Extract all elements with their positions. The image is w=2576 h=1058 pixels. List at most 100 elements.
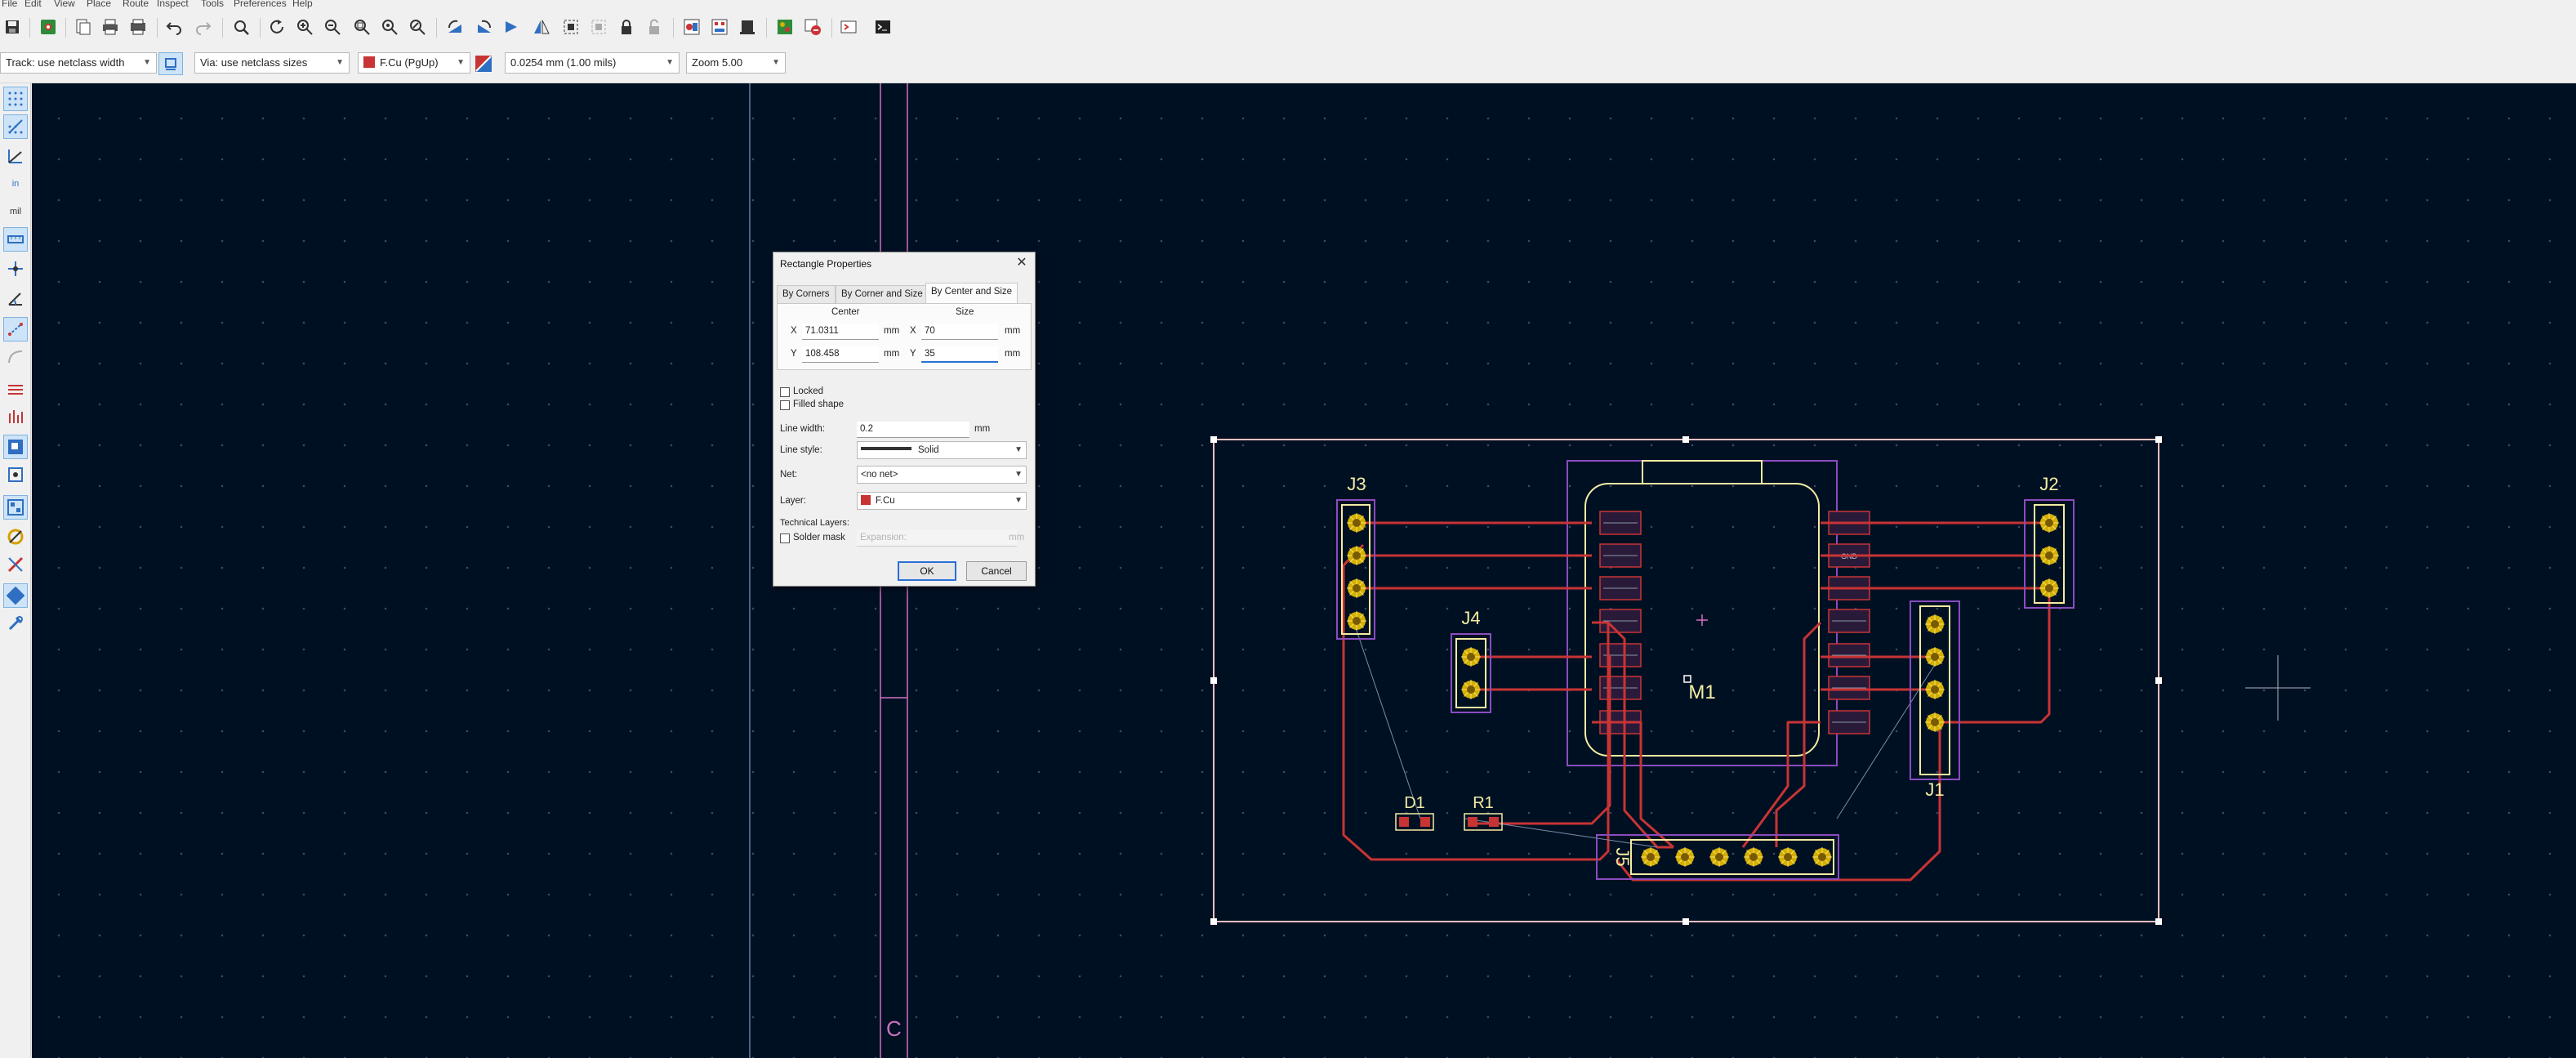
angle-constraint-icon[interactable] <box>3 286 28 310</box>
solder-mask-checkbox[interactable] <box>780 533 790 543</box>
netlist-icon[interactable] <box>680 15 704 39</box>
j1-silkscreen <box>1919 605 1950 775</box>
size-x-input[interactable]: 70 <box>921 324 998 340</box>
page-settings-icon[interactable] <box>70 15 95 39</box>
menu-inspect[interactable]: Inspect <box>157 0 189 9</box>
terminal-icon[interactable] <box>871 15 895 39</box>
plot-icon[interactable] <box>126 15 150 39</box>
j3-courtyard <box>1336 499 1375 640</box>
grid-toggle-icon[interactable] <box>3 87 28 111</box>
menu-edit[interactable]: Edit <box>25 0 42 9</box>
net-inspector-icon[interactable] <box>3 404 28 428</box>
zoom-selection-icon[interactable] <box>405 15 430 39</box>
zoom-select[interactable]: Zoom 5.00▼ <box>686 52 786 74</box>
tab-by-corners[interactable]: By Corners <box>777 285 836 303</box>
ratsnest-icon[interactable] <box>3 317 28 342</box>
menu-view[interactable]: View <box>54 0 75 9</box>
zone-outline-icon[interactable] <box>3 462 28 487</box>
unit-mm-icon[interactable] <box>3 227 28 252</box>
save-icon[interactable] <box>0 15 25 39</box>
menu-file[interactable]: File <box>2 0 18 9</box>
track-fill-icon[interactable] <box>3 552 28 577</box>
m1-pad-3 <box>1599 576 1642 600</box>
via-fill-icon[interactable] <box>3 525 28 549</box>
pad-fill-icon[interactable] <box>3 495 28 520</box>
layer-select[interactable]: F.Cu (PgUp)▼ <box>358 52 470 74</box>
zoom-in-icon[interactable] <box>292 15 317 39</box>
menu-place[interactable]: Place <box>87 0 112 9</box>
toolbar-separator <box>65 18 66 38</box>
pad-3 <box>1347 578 1366 598</box>
high-contrast-icon[interactable] <box>3 583 28 608</box>
rotate-ccw-icon[interactable] <box>443 15 467 39</box>
line-style-value: Solid <box>918 445 939 455</box>
tab-by-corner-and-size[interactable]: By Corner and Size <box>836 285 929 303</box>
zoom-out-icon[interactable] <box>320 15 345 39</box>
size-y-unit: mm <box>1005 349 1021 359</box>
ok-button[interactable]: OK <box>898 561 956 581</box>
find-icon[interactable] <box>229 15 253 39</box>
drc-icon[interactable] <box>800 15 825 39</box>
tab-by-center-and-size[interactable]: By Center and Size <box>925 283 1018 303</box>
m1-right-pads: GND <box>1828 511 1870 734</box>
footprint-library-icon[interactable] <box>707 15 732 39</box>
menu-tools[interactable]: Tools <box>201 0 225 9</box>
undo-icon[interactable] <box>162 15 186 39</box>
redo-icon[interactable] <box>191 15 216 39</box>
scripting-icon[interactable] <box>836 15 861 39</box>
footprint-editor-icon[interactable] <box>735 15 760 39</box>
toolbar-separator <box>673 18 674 38</box>
rectangle-properties-dialog: Rectangle Properties ✕ By Corners By Cor… <box>773 252 1036 587</box>
r1-reference: R1 <box>1473 794 1494 812</box>
menu-preferences[interactable]: Preferences <box>234 0 287 9</box>
net-select[interactable]: <no net>▼ <box>857 466 1027 484</box>
toolbar-separator <box>29 18 30 38</box>
group-icon[interactable] <box>559 15 583 39</box>
layer-pair-icon[interactable] <box>472 52 495 75</box>
layer-select-dialog[interactable]: F.Cu▼ <box>857 492 1027 510</box>
locked-checkbox[interactable] <box>780 387 790 397</box>
polar-coords-icon[interactable] <box>3 144 28 168</box>
properties-tools-icon[interactable] <box>3 611 28 636</box>
size-y-input[interactable]: 35 <box>921 346 998 363</box>
refresh-icon[interactable] <box>265 15 289 39</box>
close-icon[interactable]: ✕ <box>1016 256 1027 270</box>
ungroup-icon[interactable] <box>586 15 611 39</box>
unlock-icon[interactable] <box>642 15 666 39</box>
cursor-shape-icon[interactable] <box>3 257 28 281</box>
mirror-icon[interactable] <box>529 15 554 39</box>
overrides-grid-icon[interactable] <box>3 114 28 139</box>
center-x-input[interactable]: 71.0311 <box>802 324 879 340</box>
line-width-input[interactable]: 0.2 <box>857 422 969 438</box>
zoom-objects-icon[interactable] <box>377 15 402 39</box>
unit-mil-button[interactable]: mil <box>9 207 22 217</box>
menu-route[interactable]: Route <box>123 0 149 9</box>
filled-shape-checkbox[interactable] <box>780 400 790 410</box>
lock-icon[interactable] <box>614 15 639 39</box>
width-mode-toggle-icon[interactable] <box>158 52 183 75</box>
m1-pad-6 <box>1599 676 1642 700</box>
board-setup-icon[interactable] <box>36 15 60 39</box>
grid-select[interactable]: 0.0254 mm (1.00 mils)▼ <box>505 52 680 74</box>
rotate-cw-icon[interactable] <box>472 15 497 39</box>
expansion-input[interactable]: Expansion: <box>857 530 1017 547</box>
pcb-canvas[interactable]: C M1 GND <box>32 83 2576 1058</box>
zone-fill-icon[interactable] <box>3 435 28 459</box>
zoom-fit-icon[interactable] <box>350 15 374 39</box>
update-pcb-icon[interactable] <box>773 15 797 39</box>
pad-4 <box>1347 611 1366 631</box>
net-highlight-icon[interactable] <box>3 376 28 400</box>
track-width-select[interactable]: Track: use netclass width▼ <box>0 52 157 74</box>
via-size-select[interactable]: Via: use netclass sizes▼ <box>194 52 350 74</box>
center-y-input[interactable]: 108.458 <box>802 346 879 363</box>
size-x-label: X <box>910 326 916 336</box>
flip-icon[interactable] <box>500 15 524 39</box>
unit-inch-button[interactable]: in <box>11 179 20 189</box>
line-style-select[interactable]: Solid▼ <box>857 441 1027 459</box>
filled-shape-label: Filled shape <box>793 400 845 409</box>
curved-ratsnest-icon[interactable] <box>3 345 28 369</box>
menu-help[interactable]: Help <box>292 0 313 9</box>
pad-1 <box>2039 513 2059 533</box>
cancel-button[interactable]: Cancel <box>966 561 1027 581</box>
print-icon[interactable] <box>98 15 123 39</box>
